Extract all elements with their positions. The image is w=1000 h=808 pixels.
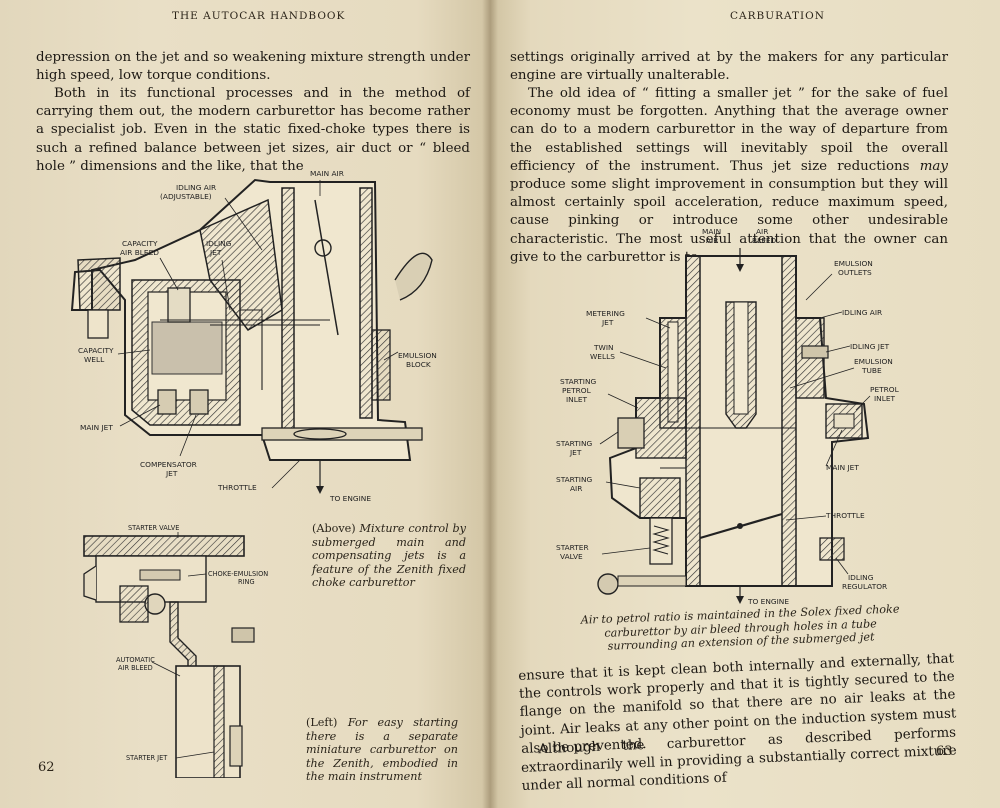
label-compensator-jet-1: COMPENSATOR — [140, 460, 197, 469]
label-metering-jet-1: METERING — [586, 309, 625, 318]
label-starting-air-2: AIR — [570, 484, 582, 493]
label-throttle: THROTTLE — [217, 483, 257, 492]
zenith-starter-diagram: STARTER VALVE CHOKE-EMULSION RING AUTOMA… — [83, 524, 268, 778]
zenith-carburettor-diagram: MAIN AIR IDLING AIR (ADJUSTABLE) CAPACIT… — [70, 169, 437, 503]
label-emulsion-block-1: EMULSION — [398, 351, 437, 360]
caption-above-text: Mixture control by submerged main and co… — [312, 522, 466, 590]
label-emulsion-tube-1: EMULSION — [854, 357, 893, 366]
label-emulsion-outlets-2: OUTLETS — [838, 268, 872, 277]
label-solex-main-air-1: MAIN — [702, 227, 721, 236]
book-gutter — [482, 0, 498, 808]
label-emulsion-outlets-1: EMULSION — [834, 259, 873, 268]
solex-caption: Air to petrol ratio is maintained in the… — [580, 602, 900, 653]
right-paragraph-2-b: produce some slight improvement in consu… — [510, 177, 948, 265]
label-capacity-well-1: CAPACITY — [78, 346, 114, 355]
label-to-engine: TO ENGINE — [329, 494, 371, 503]
left-page-number: 62 — [38, 760, 55, 775]
label-automatic-air-bleed-2: AIR BLEED — [118, 664, 153, 672]
right-paragraph-1: settings originally arrived at by the ma… — [510, 50, 948, 84]
label-idling-regulator-1: IDLING — [848, 573, 874, 582]
label-solex-starter-valve-1: STARTER — [556, 543, 589, 552]
right-paragraph-2-a: The old idea of “ fitting a smaller jet … — [510, 86, 948, 174]
label-choke-emulsion-2: RING — [238, 578, 255, 586]
label-idling-jet-1: IDLING — [206, 239, 232, 248]
label-capacity-air-bleed-1: CAPACITY — [122, 239, 158, 248]
caption-left-text: For easy starting there is a separate mi… — [306, 716, 458, 784]
caption-left-lead: (Left) — [306, 716, 338, 729]
starter-body — [83, 535, 255, 778]
label-starter-jet: STARTER JET — [126, 754, 168, 762]
right-paragraph-2-emphasis: may — [919, 158, 948, 174]
label-main-air: MAIN AIR — [310, 169, 344, 178]
label-solex-main-air-2: AIR — [706, 236, 718, 245]
label-idling-air: IDLING AIR — [176, 183, 216, 192]
label-starting-petrol-inlet-1: STARTING — [560, 377, 597, 386]
label-capacity-well-2: WELL — [84, 355, 105, 364]
zenith-leaders — [117, 180, 399, 489]
label-main-jet: MAIN JET — [80, 423, 113, 432]
label-starting-air-1: STARTING — [556, 475, 593, 484]
solex-body — [597, 248, 870, 604]
label-idling-jet-2: JET — [209, 248, 222, 257]
label-twin-wells-1: TWIN — [593, 343, 614, 352]
label-emulsion-block-2: BLOCK — [406, 360, 431, 369]
caption-above-lead: (Above) — [312, 522, 356, 535]
caption-above: (Above) Mixture control by submerged mai… — [312, 522, 466, 590]
label-capacity-air-bleed-2: AIR BLEED — [120, 248, 159, 257]
solex-leaders — [599, 273, 871, 575]
label-metering-jet-2: JET — [601, 318, 614, 327]
label-solex-starter-valve-2: VALVE — [560, 552, 583, 561]
label-air-bleed-2: BLEED — [752, 236, 777, 245]
right-page: CARBURATION settings originally arrived … — [490, 0, 1000, 808]
label-petrol-inlet-2: INLET — [874, 394, 895, 403]
label-choke-emulsion-1: CHOKE-EMULSION — [208, 570, 268, 578]
label-solex-to-engine: TO ENGINE — [747, 597, 789, 606]
label-petrol-inlet-1: PETROL — [870, 385, 900, 394]
left-paragraph-2: Both in its functional processes and in … — [36, 86, 470, 174]
label-starter-valve-left: STARTER VALVE — [128, 524, 179, 532]
right-page-number: 63 — [936, 744, 953, 759]
right-running-head: CARBURATION — [730, 10, 825, 22]
label-starting-petrol-inlet-3: INLET — [566, 395, 587, 404]
label-solex-idling-jet: IDLING JET — [850, 342, 890, 351]
label-starting-jet-1: STARTING — [556, 439, 593, 448]
label-adjustable: (ADJUSTABLE) — [160, 192, 212, 201]
caption-left: (Left) For easy starting there is a sepa… — [306, 716, 458, 784]
solex-carburettor-diagram: MAIN AIR AIR BLEED EMULSION OUTLETS METE… — [556, 227, 900, 606]
left-page: THE AUTOCAR HANDBOOK depression on the j… — [0, 0, 490, 808]
left-running-head: THE AUTOCAR HANDBOOK — [172, 10, 346, 22]
zenith-body — [70, 178, 433, 494]
label-idling-regulator-2: REGULATOR — [842, 582, 887, 591]
label-idling-air: IDLING AIR — [842, 308, 882, 317]
label-solex-main-jet: MAIN JET — [826, 463, 859, 472]
label-air-bleed-1: AIR — [756, 227, 768, 236]
label-solex-throttle: THROTTLE — [825, 511, 865, 520]
left-paragraph-1: depression on the jet and so weakening m… — [36, 50, 470, 84]
right-paragraph-2: The old idea of “ fitting a smaller jet … — [510, 85, 948, 267]
label-starting-jet-2: JET — [569, 448, 582, 457]
label-emulsion-tube-2: TUBE — [861, 366, 882, 375]
label-twin-wells-2: WELLS — [590, 352, 615, 361]
label-compensator-jet-2: JET — [165, 469, 178, 478]
label-automatic-air-bleed-1: AUTOMATIC — [116, 656, 155, 664]
label-starting-petrol-inlet-2: PETROL — [562, 386, 592, 395]
starter-leaders — [151, 532, 215, 759]
